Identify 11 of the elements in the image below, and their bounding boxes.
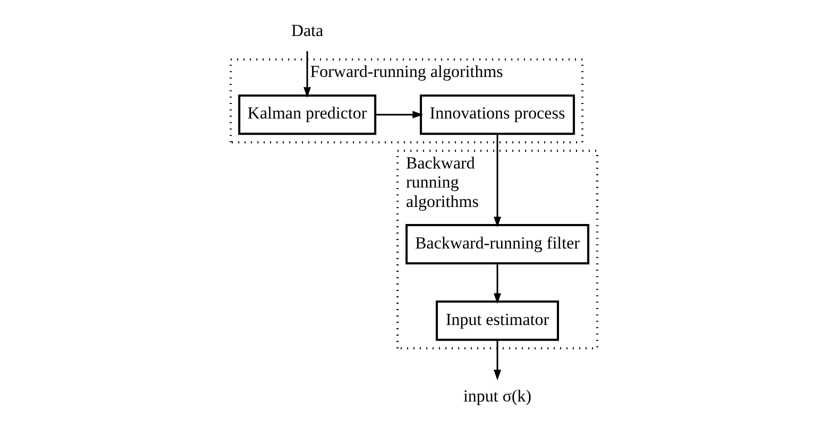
node-box: Backward-running filter: [405, 224, 589, 264]
node-box: Kalman predictor: [238, 94, 376, 135]
node-text: Data: [290, 20, 323, 40]
arrow: [375, 110, 423, 118]
node-box: Input estimator: [435, 300, 558, 341]
node-text: input σ(k): [462, 386, 531, 406]
arrow: [303, 51, 310, 98]
arrow: [493, 264, 501, 304]
arrow: [493, 134, 501, 228]
node-box: Innovations process: [419, 94, 574, 135]
arrow: [493, 340, 501, 380]
